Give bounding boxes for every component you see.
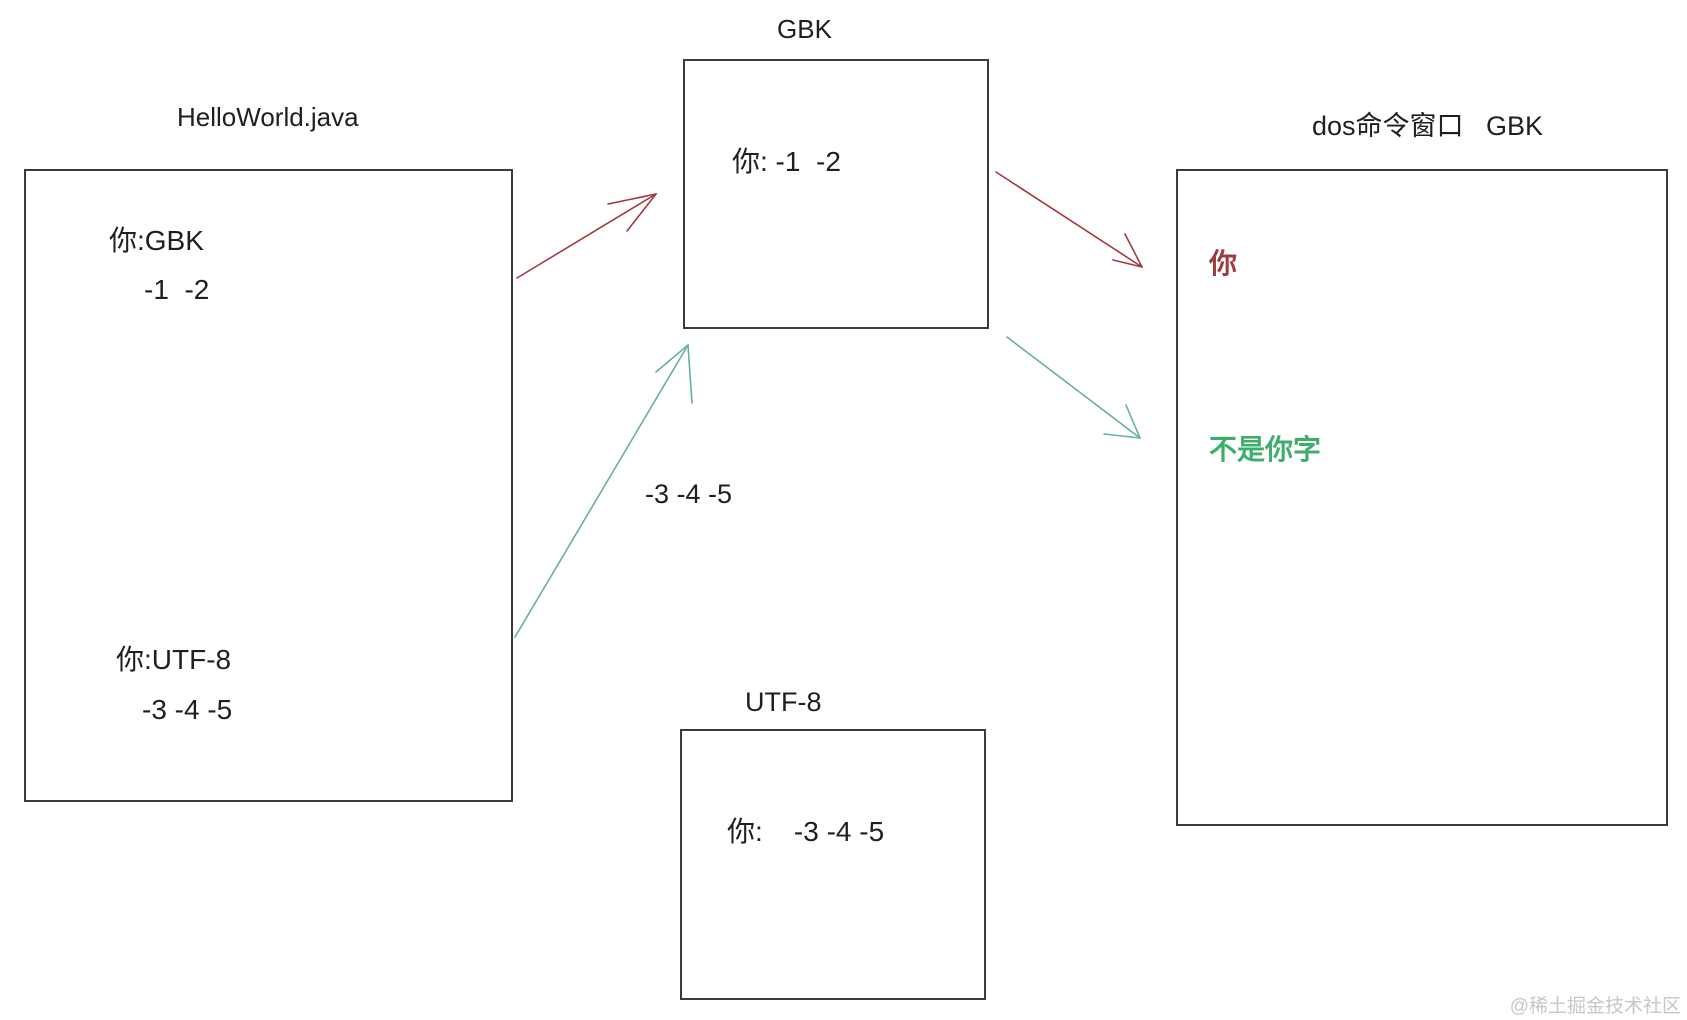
source-file-box: 你:GBK -1 -2 你:UTF-8 -3 -4 -5	[24, 169, 513, 802]
arrow-barb	[687, 344, 693, 404]
source-gbk-bytes: -1 -2	[144, 274, 210, 305]
arrow-barb	[1103, 433, 1141, 439]
gbk-charset-bytes: 你: -1 -2	[732, 146, 841, 177]
gbk-charset-title: GBK	[777, 14, 832, 44]
utf8-charset-bytes: 你: -3 -4 -5	[727, 816, 885, 847]
source-gbk-encoding-label: 你:GBK	[109, 225, 204, 256]
dos-garbled-output: 不是你字	[1209, 434, 1322, 465]
arrow-shaft	[1006, 336, 1141, 439]
watermark: @稀土掘金技术社区	[1509, 996, 1681, 1017]
arrow-barb	[1124, 233, 1143, 268]
source-utf8-bytes: -3 -4 -5	[142, 694, 233, 725]
utf8-charset-box: 你: -3 -4 -5	[680, 729, 986, 1000]
arrow-barb	[1125, 404, 1141, 439]
green-arrow-gbk-to-dos-icon	[1006, 336, 1141, 439]
dos-window-box: 你 不是你字	[1176, 169, 1668, 826]
utf8-charset-title: UTF-8	[745, 687, 822, 717]
arrow-barb	[607, 193, 657, 205]
red-arrow-gbk-to-dos-icon	[995, 171, 1143, 268]
arrow-barb	[655, 344, 689, 373]
dos-window-title: dos命令窗口 GBK	[1312, 111, 1544, 141]
red-arrow-java-to-gbk-icon	[516, 193, 657, 279]
arrow-barb	[1112, 259, 1143, 268]
arrow-barb	[626, 193, 657, 232]
gbk-charset-box: 你: -1 -2	[683, 59, 989, 329]
green-arrow-bytes-label: -3 -4 -5	[645, 479, 733, 509]
dos-correct-output: 你	[1209, 248, 1238, 279]
arrow-shaft	[995, 171, 1143, 268]
source-file-title: HelloWorld.java	[177, 102, 359, 132]
arrow-shaft	[516, 193, 657, 279]
source-utf8-encoding-label: 你:UTF-8	[116, 644, 232, 675]
